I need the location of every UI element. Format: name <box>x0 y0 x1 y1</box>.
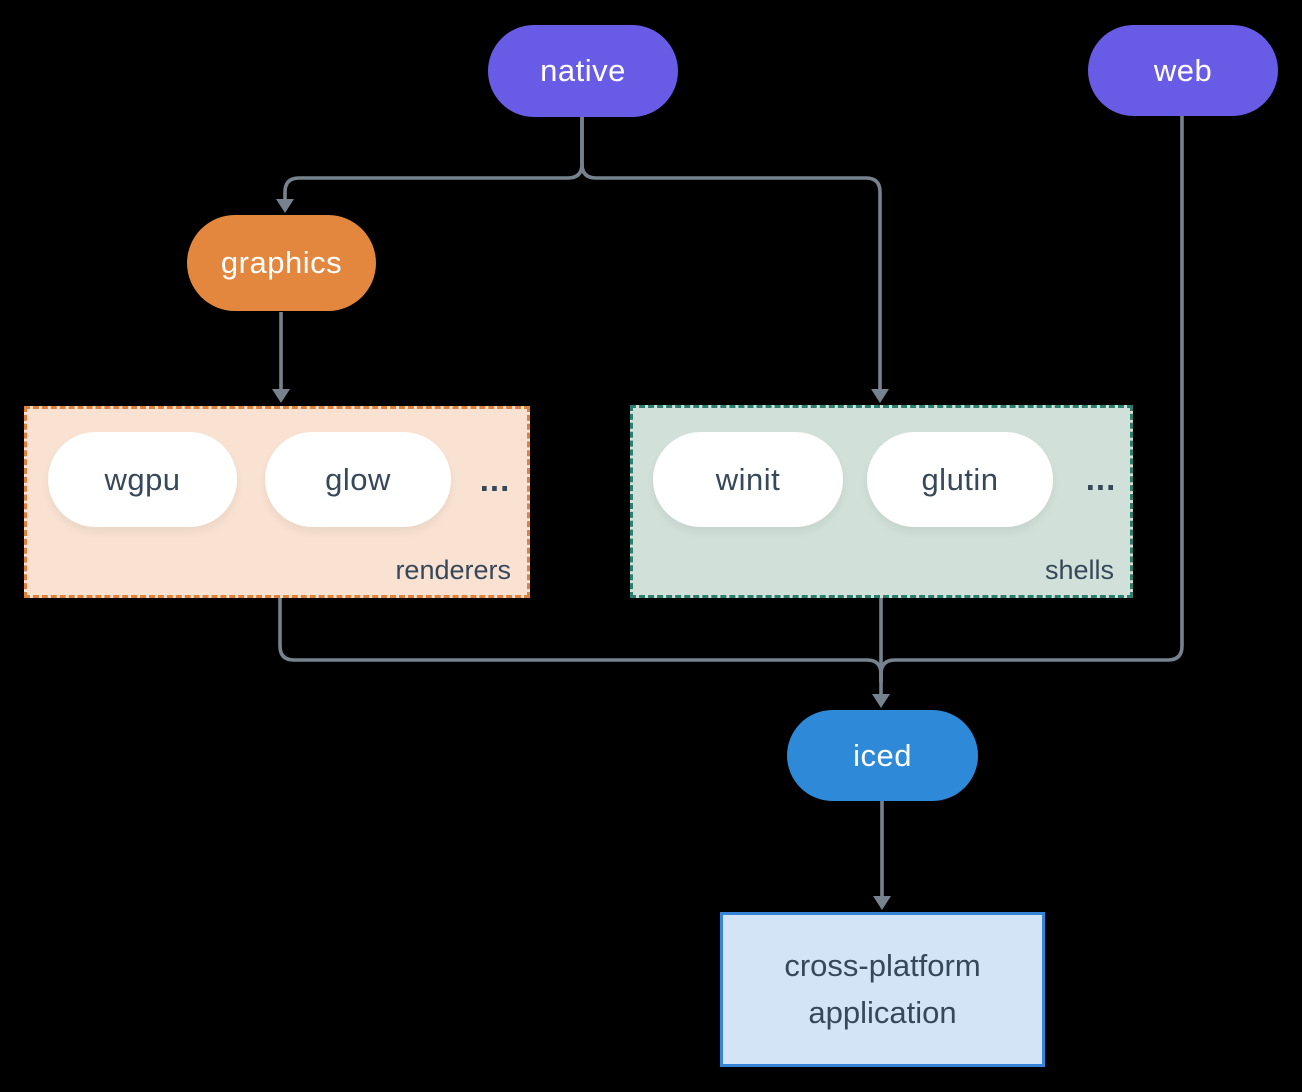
group-renderers-label: renderers <box>395 555 511 585</box>
edge-native-graphics <box>283 117 584 199</box>
node-glow: glow <box>265 432 451 527</box>
node-winit: winit <box>653 432 843 527</box>
app-label-line1: cross-platform <box>784 948 981 983</box>
arrowhead-into-graphics <box>276 199 294 213</box>
edge-native-shells <box>580 117 882 390</box>
group-shells: winit glutin ... shells <box>630 405 1133 598</box>
arrowhead-into-iced <box>872 694 890 708</box>
node-native: native <box>488 25 678 117</box>
arrowhead-into-shells <box>871 389 889 403</box>
node-web: web <box>1088 25 1278 116</box>
node-cross-platform-application: cross-platform application <box>720 912 1045 1067</box>
group-renderers: wgpu glow ... renderers <box>24 406 530 598</box>
node-graphics: graphics <box>187 215 376 311</box>
node-glutin: glutin <box>867 432 1053 527</box>
arrowhead-into-renderers <box>272 389 290 403</box>
group-shells-label: shells <box>1044 555 1114 585</box>
node-wgpu: wgpu <box>48 432 237 527</box>
arrowhead-into-app <box>873 896 891 910</box>
renderers-ellipsis: ... <box>479 460 511 498</box>
edge-renderers-iced <box>278 598 883 682</box>
node-iced: iced <box>787 710 978 801</box>
shells-ellipsis: ... <box>1085 459 1117 497</box>
app-label-line2: application <box>808 994 957 1030</box>
